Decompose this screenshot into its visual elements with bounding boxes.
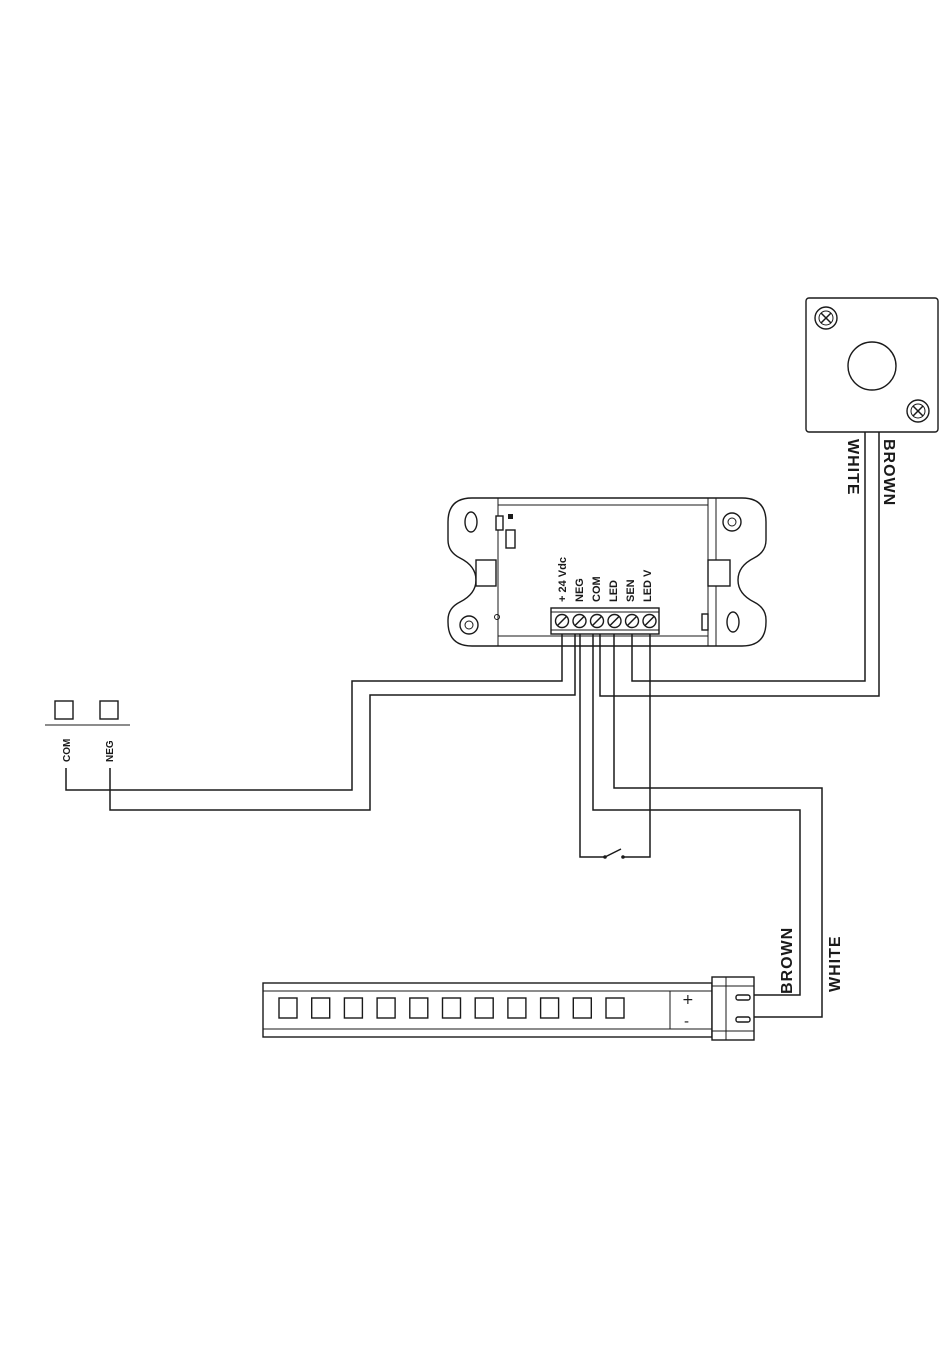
wire-neg: [110, 634, 575, 810]
led-chip: [443, 998, 461, 1018]
screw-icon: [815, 307, 837, 329]
wire-24v: [66, 634, 562, 790]
sensor-wire-label-brown: BROWN: [880, 439, 897, 506]
led-chip: [410, 998, 428, 1018]
terminal-label-ledv: LED V: [642, 569, 654, 602]
led-chip: [475, 998, 493, 1018]
terminal-screw-icon: [643, 615, 656, 628]
wire-switch-b: [624, 634, 650, 857]
terminal-label-neg: NEG: [574, 578, 586, 602]
sensor-lens: [848, 342, 896, 390]
input-terminals: [45, 701, 130, 725]
led-chip: [377, 998, 395, 1018]
switch-icon: [603, 849, 625, 859]
led-chip: [541, 998, 559, 1018]
led-chip: [606, 998, 624, 1018]
led-chip: [508, 998, 526, 1018]
sensor-plate: [806, 298, 938, 432]
polarity-minus: -: [684, 1014, 689, 1030]
led-wire-label-white: WHITE: [827, 935, 844, 992]
led-chip: [573, 998, 591, 1018]
led-wire-label-brown: BROWN: [779, 927, 796, 994]
terminal-label-led: LED: [608, 580, 620, 602]
sensor-wire-label-white: WHITE: [844, 439, 861, 496]
strip-connector: [712, 977, 754, 1040]
screw-icon: [907, 400, 929, 422]
terminal-screw-icon: [608, 615, 621, 628]
input-label-com: COM: [62, 739, 73, 762]
terminal-screw-icon: [556, 615, 569, 628]
terminal-label-sen: SEN: [625, 579, 637, 602]
terminal-screw-icon: [591, 615, 604, 628]
input-label-neg: NEG: [105, 740, 116, 762]
terminal-screw-icon: [626, 615, 639, 628]
led-chip: [279, 998, 297, 1018]
wire-led-brown: [593, 634, 800, 995]
terminal-label-com: COM: [591, 576, 603, 602]
led-chip: [312, 998, 330, 1018]
terminal-screw-icon: [573, 615, 586, 628]
polarity-plus: +: [682, 992, 694, 1008]
led-chip: [344, 998, 362, 1018]
terminal-label-24vdc: + 24 Vdc: [557, 557, 569, 602]
